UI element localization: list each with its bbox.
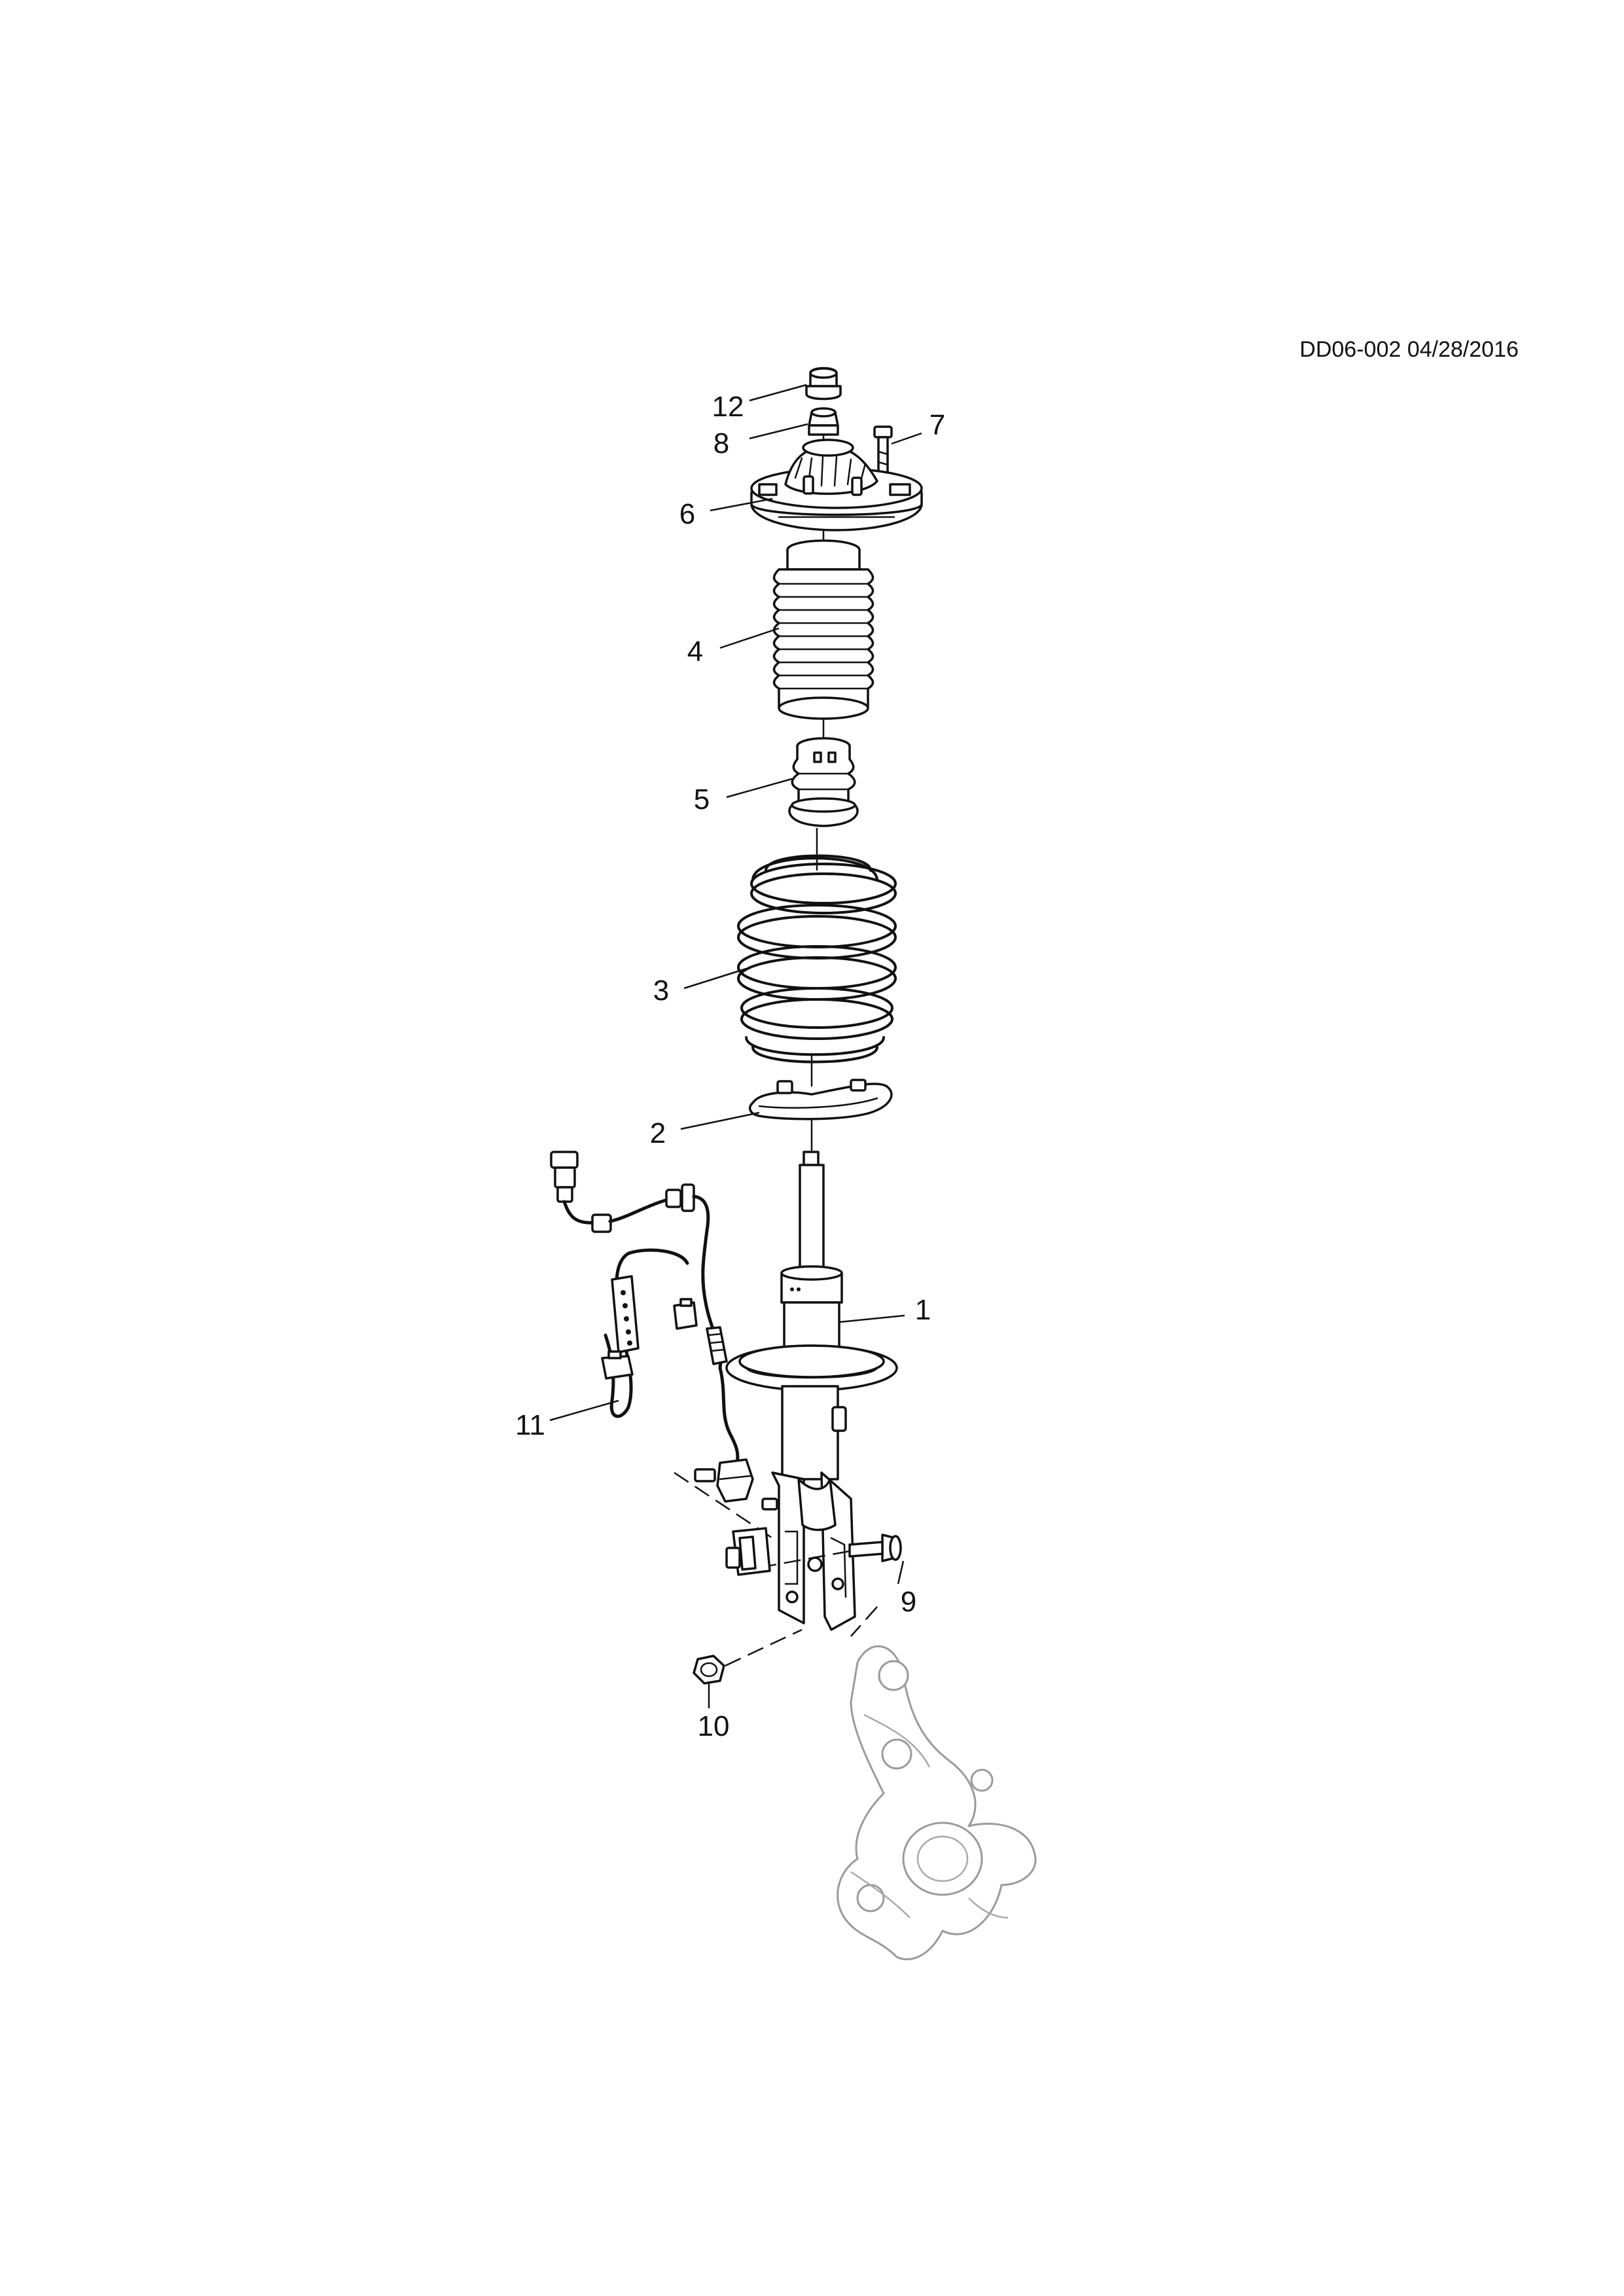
abs-guide-line [674, 1471, 773, 1539]
leader-line-4 [719, 627, 780, 649]
leader-line-1 [839, 1314, 905, 1323]
leader-line-3 [683, 967, 747, 990]
callout-11: 11 [515, 1409, 545, 1441]
leader-line-6 [710, 497, 773, 512]
callout-9: 9 [901, 1586, 916, 1618]
part-3-coil-spring [737, 854, 897, 1064]
callout-4: 4 [687, 636, 703, 668]
callout-1: 1 [915, 1294, 931, 1326]
leader-line-7 [891, 432, 922, 445]
part-11-abs-harness [550, 1151, 771, 1576]
leader-line-8 [749, 423, 808, 440]
leader-line-9 [897, 1560, 905, 1585]
leader-line-12 [749, 384, 807, 402]
steering-knuckle-ghost [837, 1645, 1037, 1961]
leader-line-2 [680, 1111, 760, 1130]
leader-line-5 [726, 778, 793, 798]
callout-8: 8 [713, 427, 729, 459]
part-4-dust-boot [772, 539, 875, 720]
knuckle-guide-line [850, 1606, 878, 1637]
callout-2: 2 [650, 1117, 666, 1149]
part-2-spring-insulator [748, 1079, 893, 1121]
callout-12: 12 [712, 391, 744, 423]
part-9-bolt [759, 1534, 902, 1569]
callout-3: 3 [653, 975, 669, 1007]
callout-7: 7 [929, 409, 945, 441]
leader-line-11 [549, 1399, 619, 1422]
callout-10: 10 [698, 1710, 730, 1742]
drawing-reference: DD06-002 04/28/2016 [1299, 337, 1519, 362]
part-8-nut [808, 407, 839, 436]
part-6-strut-mount [750, 439, 923, 531]
part-1-strut [725, 1151, 898, 1631]
part-10-nut [693, 1628, 803, 1685]
part-5-bump-stop [788, 737, 859, 827]
callout-5: 5 [694, 783, 710, 816]
callout-6: 6 [679, 498, 695, 530]
part-12-cap-nut [805, 367, 842, 401]
